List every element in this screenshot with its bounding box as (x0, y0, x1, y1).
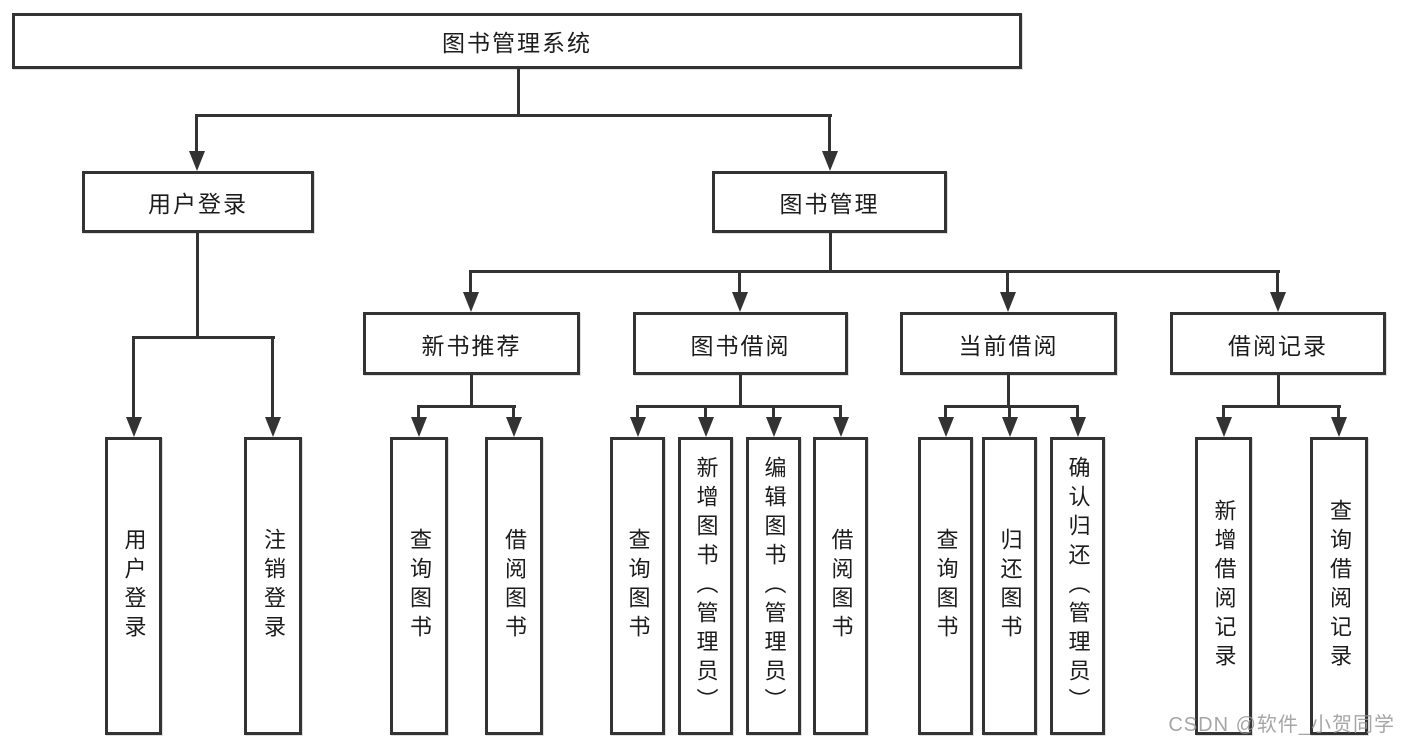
connector-book-borrow-stem (739, 375, 742, 407)
leaf-add-borrow-record: 新增借阅记录 (1195, 437, 1252, 735)
arrow-down-to-new-book (469, 270, 472, 292)
leaf-logout: 注销登录 (244, 437, 302, 735)
node-current-borrow: 当前借阅 (900, 312, 1117, 375)
connector-level1-split (196, 114, 832, 117)
connector-new-book-stem (470, 375, 473, 407)
arrow-down-to-user-login (195, 114, 198, 151)
csdn-watermark: CSDN @软件_小贺同学 (1168, 714, 1395, 736)
arrow-down-to-user-login-leaf (132, 336, 135, 417)
node-user-login-branch: 用户登录 (82, 171, 314, 233)
leaf-query-borrow-record: 查询借阅记录 (1310, 437, 1368, 735)
arrow-down-to-borrow-records (1276, 270, 1279, 292)
arrow-down-records-leaf-1 (1222, 405, 1225, 417)
arrow-down-borrow-leaf-4 (839, 405, 842, 417)
node-book-management-branch: 图书管理 (712, 171, 947, 233)
leaf-add-books-admin: 新增图书（管理员） (678, 437, 733, 735)
arrow-down-borrow-leaf-3 (772, 405, 775, 417)
arrow-down-current-leaf-3 (1076, 405, 1079, 417)
leaf-query-books-current: 查询图书 (918, 437, 973, 735)
connector-new-book-split (418, 405, 516, 408)
leaf-return-books: 归还图书 (982, 437, 1037, 735)
arrow-down-borrow-leaf-1 (636, 405, 639, 417)
connector-book-borrow-split (636, 405, 842, 408)
arrow-down-borrow-leaf-2 (704, 405, 707, 417)
node-borrow-records: 借阅记录 (1170, 312, 1386, 375)
arrow-down-new-book-leaf-2 (512, 405, 515, 417)
connector-root-stem (517, 68, 520, 116)
arrow-down-new-book-leaf-1 (417, 405, 420, 417)
leaf-confirm-return-admin: 确认归还（管理员） (1050, 437, 1105, 735)
leaf-borrow-books-recommend: 借阅图书 (485, 437, 543, 735)
arrow-down-current-leaf-2 (1008, 405, 1011, 417)
connector-current-borrow-split (944, 405, 1079, 408)
arrow-down-current-leaf-1 (944, 405, 947, 417)
connector-user-login-split (132, 336, 275, 339)
connector-book-management-stem (829, 233, 832, 272)
leaf-query-books-recommend: 查询图书 (390, 437, 448, 735)
arrow-down-to-current-borrow (1006, 270, 1009, 292)
leaf-query-books-borrow: 查询图书 (610, 437, 665, 735)
node-book-borrow: 图书借阅 (633, 312, 848, 375)
connector-borrow-records-split (1222, 405, 1341, 408)
arrow-down-to-book-management (828, 114, 831, 151)
leaf-user-login: 用户登录 (105, 437, 162, 735)
connector-borrow-records-stem (1277, 375, 1280, 407)
leaf-edit-books-admin: 编辑图书（管理员） (746, 437, 801, 735)
arrow-down-to-book-borrow (738, 270, 741, 292)
arrow-down-records-leaf-2 (1337, 405, 1340, 417)
node-library-management-system: 图书管理系统 (12, 13, 1022, 69)
connector-level2-split (470, 270, 1280, 273)
node-new-book-recommend: 新书推荐 (363, 312, 580, 375)
leaf-borrow-books: 借阅图书 (813, 437, 868, 735)
connector-user-login-stem (196, 233, 199, 338)
connector-current-borrow-stem (1007, 375, 1010, 407)
arrow-down-to-logout-leaf (271, 336, 274, 417)
